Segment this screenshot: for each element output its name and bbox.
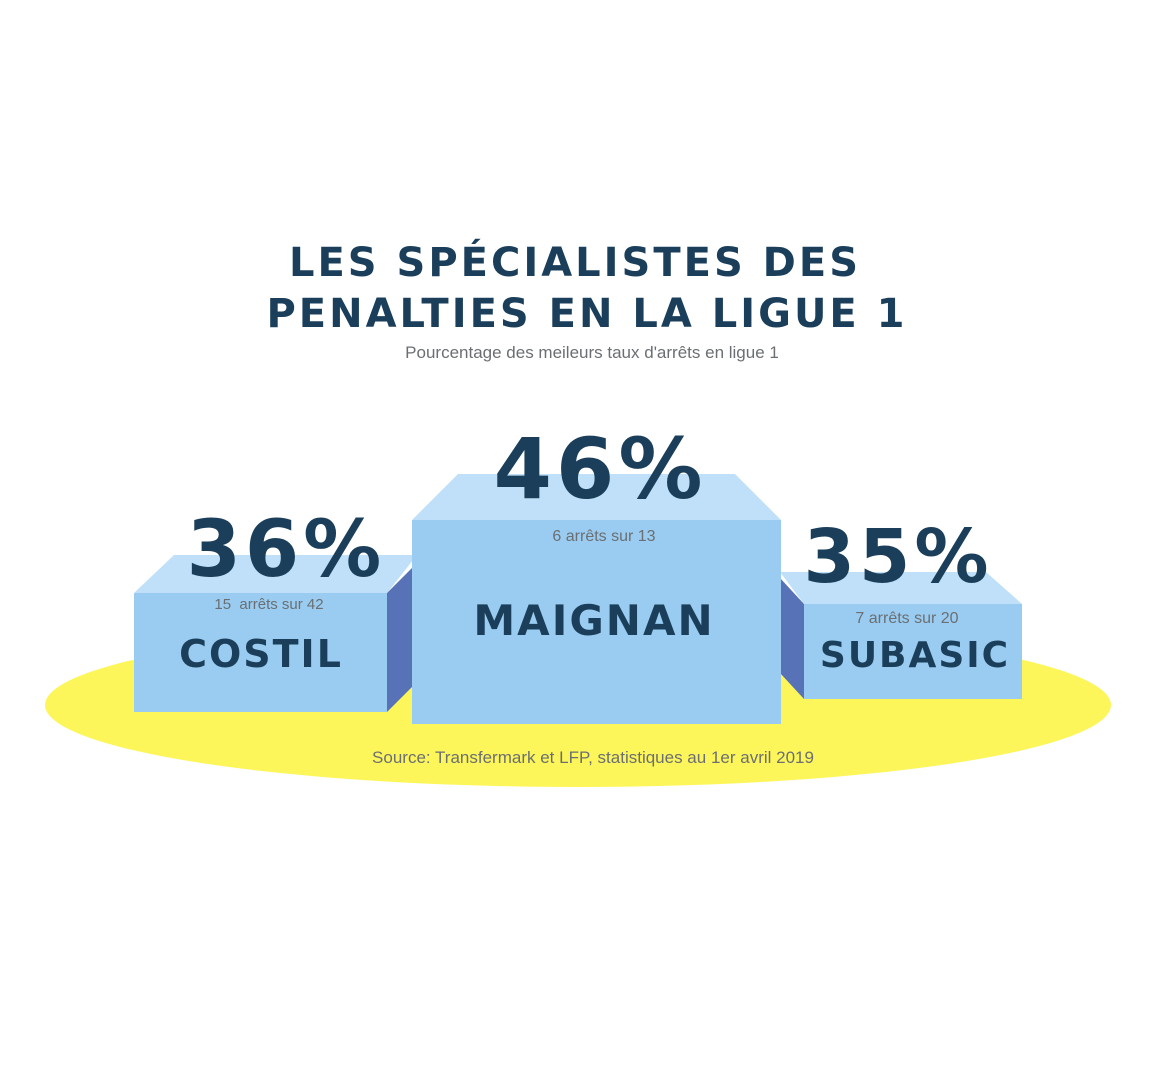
podium-side-2 — [780, 578, 804, 699]
chart-title-line-1: LES SPÉCIALISTES DES — [288, 240, 862, 286]
detail-label: 6 arrêts sur 13 — [552, 528, 655, 545]
podium-side-0 — [387, 567, 413, 712]
value-label: 35% — [803, 514, 992, 600]
chart-source: Source: Transfermark et LFP, statistique… — [372, 748, 814, 767]
value-label: 36% — [187, 505, 386, 595]
category-label: MAIGNAN — [473, 596, 714, 645]
category-label: COSTIL — [179, 632, 343, 676]
category-label: SUBASIC — [820, 635, 1010, 676]
value-label: 46% — [493, 420, 706, 518]
podium-bar — [134, 593, 387, 712]
podium-bar — [412, 520, 781, 724]
podium-top-1 — [412, 474, 781, 520]
chart-subtitle: Pourcentage des meileurs taux d'arrêts e… — [405, 343, 779, 362]
detail-label: 15 arrêts sur 42 — [214, 596, 323, 613]
chart-title-line-2: PENALTIES EN LA LIGUE 1 — [266, 291, 908, 337]
podium-top-0 — [134, 555, 417, 593]
podium-top-2 — [780, 572, 1022, 604]
podium-bar — [804, 604, 1022, 699]
detail-label: 7 arrêts sur 20 — [855, 610, 958, 627]
